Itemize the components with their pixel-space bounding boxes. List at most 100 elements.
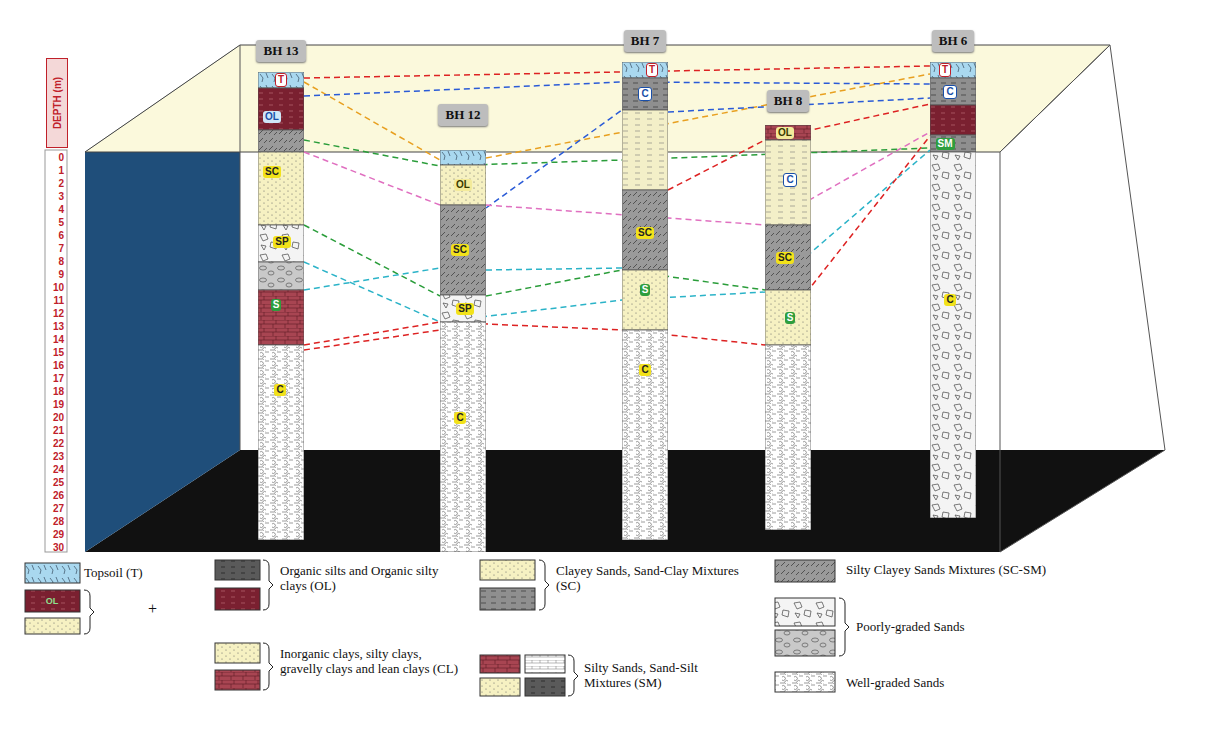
depth-tick: 3 — [58, 191, 64, 202]
depth-tick: 6 — [58, 230, 64, 241]
legend-text: Silty Clayey Sands Mixtures (SC-SM) — [846, 562, 1051, 577]
depth-tick: 25 — [53, 477, 64, 488]
correlation-lines — [304, 66, 930, 350]
soil-symbol: C — [783, 173, 796, 187]
soil-symbol: SC — [263, 166, 281, 178]
borehole-name: BH 8 — [767, 90, 810, 112]
soil-symbol: C — [943, 85, 956, 99]
soil-symbol: C — [274, 384, 285, 396]
soil-layer — [930, 105, 976, 135]
soil-symbol: OL — [776, 127, 794, 139]
soil-layer — [622, 78, 668, 110]
depth-tick: 29 — [53, 529, 64, 540]
borehole-name: BH 12 — [438, 104, 487, 126]
depth-tick: 28 — [53, 516, 64, 527]
depth-tick: 20 — [53, 412, 64, 423]
depth-tick: 12 — [53, 308, 64, 319]
soil-layer — [258, 225, 304, 262]
soil-symbol: SM — [936, 138, 955, 150]
legend-text: Organic silts and Organic silty clays (O… — [280, 563, 465, 593]
soil-layer — [440, 165, 486, 205]
soil-layer — [258, 72, 304, 88]
soil-layer — [622, 270, 668, 330]
soil-symbol: T — [939, 63, 951, 77]
depth-header: DEPTH (m) — [46, 58, 68, 148]
soil-layer — [622, 110, 668, 190]
soil-symbol: C — [638, 87, 651, 101]
depth-tick: 9 — [58, 269, 64, 280]
soil-symbol: SP — [456, 303, 473, 315]
legend-text: Well-graded Sands — [846, 675, 1006, 690]
borehole-log — [622, 62, 668, 540]
soil-layer — [258, 88, 304, 130]
soil-layer — [622, 190, 668, 270]
depth-tick: 2 — [58, 178, 64, 189]
depth-tick: 24 — [53, 464, 64, 475]
soil-layer — [258, 262, 304, 290]
soil-symbol: S — [785, 312, 796, 324]
soil-layer — [765, 225, 811, 290]
soil-layer — [622, 62, 668, 78]
borehole-column: BH 6 — [900, 30, 1006, 518]
borehole-column: BH 13 — [228, 40, 334, 540]
depth-tick: 26 — [53, 490, 64, 501]
legend-text: Topsoil (T) — [84, 565, 209, 580]
soil-symbol: C — [639, 364, 650, 376]
depth-tick: 13 — [53, 321, 64, 332]
depth-tick: 1 — [58, 165, 64, 176]
depth-tick: 10 — [53, 282, 64, 293]
legend-text: Silty Sands, Sand-Silt Mixtures (SM) — [584, 660, 709, 690]
legend-brackets — [84, 560, 849, 696]
soil-layer — [930, 78, 976, 105]
soil-layer — [440, 205, 486, 295]
plus-sign: + — [148, 600, 157, 618]
depth-tick: 18 — [53, 386, 64, 397]
depth-tick: 0 — [58, 152, 64, 163]
soil-layer — [440, 322, 486, 552]
depth-tick: 21 — [53, 425, 64, 436]
depth-tick: 7 — [58, 243, 64, 254]
borehole-name: BH 6 — [932, 30, 975, 52]
soil-symbol: OL — [263, 111, 281, 123]
borehole-log — [440, 150, 486, 552]
depth-tick: 4 — [58, 204, 64, 215]
soil-symbol: SP — [273, 236, 290, 248]
soil-layer — [258, 290, 304, 345]
soil-layer — [258, 152, 304, 225]
soil-symbol: C — [944, 294, 955, 306]
legend-text: Poorly-graded Sands — [856, 619, 1006, 634]
depth-tick: 15 — [53, 347, 64, 358]
legend-text: Clayey Sands, Sand-Clay Mixtures (SC) — [556, 563, 751, 593]
soil-symbol: S — [640, 284, 651, 296]
legend-swatches — [25, 560, 835, 696]
depth-tick: 16 — [53, 360, 64, 371]
soil-symbol: SC — [636, 227, 654, 239]
soil-layer — [930, 135, 976, 152]
top-face — [85, 45, 1110, 152]
soil-layer — [765, 345, 811, 530]
depth-tick: 14 — [53, 334, 64, 345]
soil-layer — [258, 345, 304, 540]
soil-symbol: S — [271, 299, 282, 311]
depth-tick: 27 — [53, 503, 64, 514]
depth-scale — [45, 150, 67, 552]
depth-tick: 22 — [53, 438, 64, 449]
soil-layer — [440, 150, 486, 165]
borehole-column: BH 12 — [410, 104, 516, 552]
soil-layer — [765, 125, 811, 140]
depth-tick: 17 — [53, 373, 64, 384]
borehole-name: BH 7 — [624, 30, 667, 52]
soil-symbol: T — [275, 73, 287, 87]
depth-tick: 5 — [58, 217, 64, 228]
box-edges — [240, 45, 1165, 552]
soil-layer — [765, 140, 811, 225]
soil-symbol: T — [646, 63, 658, 77]
borehole-name: BH 13 — [256, 40, 305, 62]
soil-symbol: SC — [776, 252, 794, 264]
legend-text: Inorganic clays, silty clays, gravelly c… — [280, 646, 465, 676]
soil-layer — [930, 152, 976, 518]
soil-symbol: SC — [451, 244, 469, 256]
depth-tick: 11 — [53, 295, 64, 306]
borehole-log — [930, 62, 976, 518]
